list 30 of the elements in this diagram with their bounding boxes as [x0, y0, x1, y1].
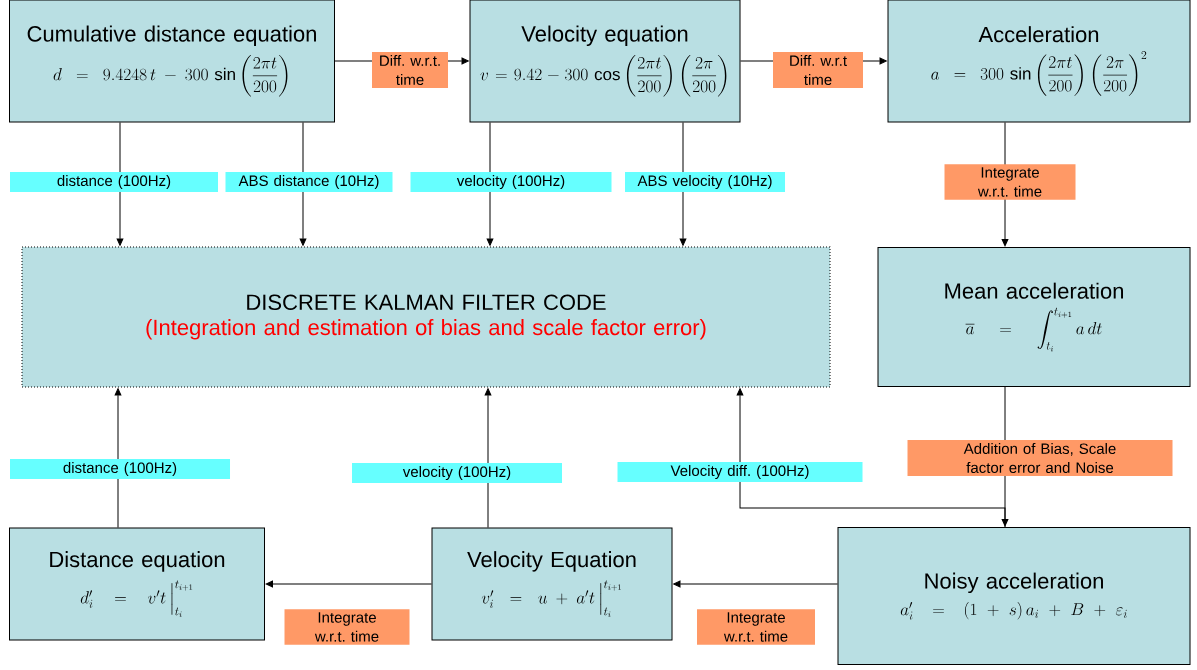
edge-label: Diff. w.r.t. time [372, 52, 448, 88]
arrow [736, 388, 1006, 528]
edge-label: distance (100Hz) [10, 172, 218, 192]
edge-label: velocity (100Hz) [352, 463, 562, 483]
arrow [679, 122, 687, 246]
edge-label: Integrate w.r.t. time [697, 609, 815, 645]
equation-box: Distance equation $d_{i}' = v't\,\Big|_{t_{i}}^{t_{i+1}}$ [9, 527, 265, 641]
edge-label: Integrate w.r.t. time [944, 164, 1076, 200]
equation-box: Cumulative distance equation $d = 9.4248\,t - 300\,\sin\left(\dfrac{2\pi t}{200}\right)$ [9, 0, 335, 123]
equation-box: Mean acceleration $\overline{a} = \int_{t_{i}}^{t_{i+1}} a\,dt$ [877, 247, 1191, 387]
equation-box: Acceleration $a = 300\,\sin\left(\dfrac{2\pi t}{200}\right)\left(\dfrac{2\pi}{200}\right)^{2}$ [887, 0, 1191, 123]
equation-box: Velocity equation $v = 9.42 - 300\,\cos\left(\dfrac{2\pi t}{200}\right)\left(\dfrac{2\pi}{200}\right)$ [469, 0, 741, 123]
arrow [265, 580, 432, 588]
arrow [486, 122, 494, 246]
edge-label: Integrate w.r.t. time [284, 609, 410, 645]
equation-box: Noisy acceleration $a_{i}' = (1+s)\,a_{i} + B + \varepsilon_{i}$ [837, 527, 1191, 665]
edge-label: distance (100Hz) [10, 459, 230, 479]
filter-box: DISCRETE KALMAN FILTER CODE (Integration and estimation of bias and scale factor error) [21, 246, 831, 388]
edge-label: ABS velocity (10Hz) [625, 172, 785, 192]
arrow [299, 122, 307, 246]
arrow [484, 388, 492, 528]
edge-label: Diff. w.r.t time [773, 52, 863, 88]
arrow [114, 388, 122, 528]
edge-label: ABS distance (10Hz) [225, 172, 393, 192]
arrow [116, 122, 124, 246]
equation-box: Velocity Equation $v_{i}' = u + a't\,\Big|_{t_{i}}^{t_{i+1}}$ [431, 527, 673, 641]
edge-label: Addition of Bias, Scale factor error and Noise [907, 440, 1173, 476]
edge-label: Velocity diff. (100Hz) [617, 462, 863, 482]
edge-label: velocity (100Hz) [410, 172, 612, 192]
arrow [673, 580, 838, 588]
